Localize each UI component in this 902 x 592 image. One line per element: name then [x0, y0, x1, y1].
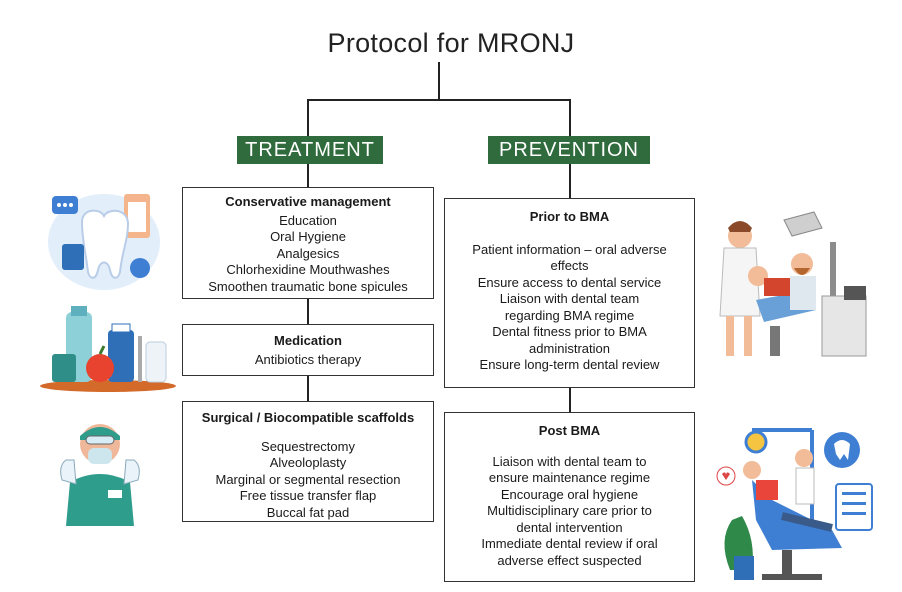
list-item: Buccal fat pad — [266, 504, 350, 520]
list-item: Ensure access to dental service — [477, 274, 662, 290]
dental-chair-illustration — [716, 428, 873, 580]
connector-treatment-box3 — [307, 376, 309, 402]
list-item: Free tissue transfer flap — [239, 488, 377, 503]
list-item: Multidisciplinary care prior to dental i… — [487, 503, 652, 535]
oral-care-products-illustration — [40, 306, 176, 392]
connector-treatment-down — [307, 99, 309, 137]
connector-prevention-box1 — [569, 164, 571, 198]
connector-treatment-box2 — [307, 298, 309, 324]
surgical-box: Surgical / Biocompatible scaffolds Seque… — [182, 401, 434, 522]
dentist-patient-illustration — [719, 211, 867, 357]
list-item: Immediate dental review if oral adverse … — [481, 536, 658, 568]
list-item: Smoothen traumatic bone spicules — [208, 278, 408, 294]
list-item: Oral Hygiene — [270, 229, 346, 244]
connector-prevention-box2 — [569, 388, 571, 412]
box-heading: Surgical / Biocompatible scaffolds — [201, 410, 415, 425]
list-item: Patient information – oral adverse effec… — [472, 241, 667, 274]
box-heading: Medication — [274, 333, 342, 348]
list-item: Alveoloplasty — [269, 455, 347, 470]
box-heading: Prior to BMA — [529, 209, 610, 224]
list-item: Sequestrectomy — [261, 438, 355, 454]
box-heading: Conservative management — [225, 194, 391, 209]
medication-box: Medication Antibiotics therapy — [182, 324, 434, 376]
page-title: Protocol for MRONJ — [327, 28, 575, 58]
conservative-management-box: Conservative management Education Oral H… — [182, 187, 434, 299]
list-item: Education — [279, 212, 337, 228]
list-item: Marginal or segmental resection — [215, 471, 401, 487]
list-item: Liaison with dental team to ensure maint… — [488, 453, 651, 486]
prior-to-bma-box: Prior to BMA Patient information – oral … — [444, 198, 695, 388]
surgeon-illustration — [60, 424, 140, 526]
connector-horizontal — [307, 99, 571, 101]
connector-title-down — [438, 62, 440, 100]
connector-treatment-box1 — [307, 164, 309, 188]
post-bma-box: Post BMA Liaison with dental team to ens… — [444, 412, 695, 582]
list-item: Antibiotics therapy — [254, 351, 362, 367]
tooth-clipboard-illustration — [48, 194, 160, 290]
list-item: Encourage oral hygiene — [500, 486, 639, 502]
list-item: Chlorhexidine Mouthwashes — [226, 262, 390, 277]
treatment-badge: TREATMENT — [237, 136, 383, 164]
list-item: Dental fitness prior to BMA administrati… — [492, 324, 647, 356]
list-item: Analgesics — [276, 245, 340, 261]
list-item: Liaison with dental team regarding BMA r… — [499, 291, 640, 323]
box-heading: Post BMA — [538, 423, 601, 438]
list-item: Ensure long-term dental review — [479, 357, 660, 372]
connector-prevention-down — [569, 99, 571, 137]
prevention-badge: PREVENTION — [488, 136, 650, 164]
